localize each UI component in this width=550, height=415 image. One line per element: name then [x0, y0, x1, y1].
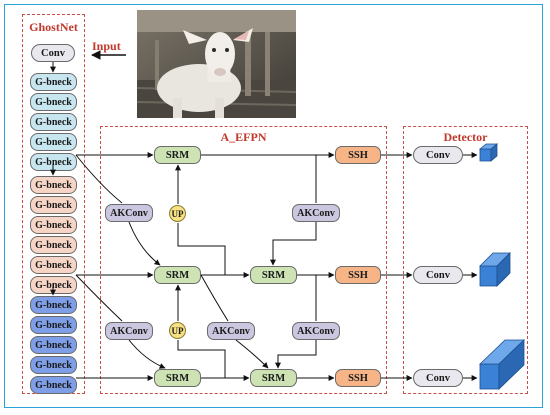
edge-up-upper: [177, 223, 226, 275]
srm-top: SRM: [154, 146, 201, 164]
edge-akconv-lower-left-in: [75, 274, 123, 322]
input-label: Input: [92, 39, 121, 53]
akconv-lower-left: AKConv: [105, 322, 153, 340]
akconv-upper-right: AKConv: [292, 204, 340, 222]
up-sample-lower: UP: [169, 322, 186, 339]
input-goat-image: [137, 10, 296, 118]
g-bneck-stage3-3: G-bneck: [30, 336, 77, 354]
srm-mid-right: SRM: [250, 266, 297, 284]
output-cube-small: [478, 143, 499, 162]
detector-conv-bottom: Conv: [413, 369, 463, 387]
g-bneck-stage2-1: G-bneck: [30, 176, 77, 194]
g-bneck-stage3-1: G-bneck: [30, 296, 77, 314]
detector-conv-middle: Conv: [413, 266, 463, 284]
edge-akconv-upper-left-in: [75, 154, 123, 204]
edge-akconv-upper-right-down: [270, 222, 317, 266]
g-bneck-stage2-5: G-bneck: [30, 256, 77, 274]
g-bneck-stage2-2: G-bneck: [30, 196, 77, 214]
detector-group: [403, 126, 528, 394]
ghostnet-title: GhostNet: [29, 20, 78, 34]
edge-akconv-lower-middle-in: [200, 274, 229, 322]
edge-akconv-lower-left-out: [128, 339, 166, 369]
edge-akconv-upper-left-out: [128, 221, 161, 266]
srm-mid-left: SRM: [154, 266, 201, 284]
output-cube-medium: [479, 252, 511, 287]
detector-conv-top: Conv: [413, 146, 463, 164]
g-bneck-stage1-3: G-bneck: [30, 113, 77, 131]
g-bneck-stage2-4: G-bneck: [30, 236, 77, 254]
g-bneck-stage1-4: G-bneck: [30, 133, 77, 151]
ssh-middle: SSH: [335, 266, 381, 284]
g-bneck-stage3-2: G-bneck: [30, 316, 77, 334]
goat-photo: [137, 10, 296, 118]
akconv-lower-middle: AKConv: [207, 322, 255, 340]
up-sample-upper: UP: [169, 205, 186, 222]
detector-title: Detector: [443, 130, 488, 144]
aefpn-group: [100, 126, 387, 394]
output-cube-large: [479, 339, 525, 390]
akconv-lower-right: AKConv: [292, 322, 340, 340]
ssh-bottom: SSH: [335, 369, 381, 387]
ssh-top: SSH: [335, 146, 381, 164]
edge-akconv-lower-right-down: [275, 340, 317, 369]
edge-up-lower: [177, 340, 226, 378]
ghostnet-conv: Conv: [31, 44, 75, 62]
g-bneck-stage2-3: G-bneck: [30, 216, 77, 234]
g-bneck-stage3-5: G-bneck: [30, 376, 77, 394]
aefpn-title: A_EFPN: [220, 130, 267, 144]
g-bneck-stage3-4: G-bneck: [30, 356, 77, 374]
edge-akconv-lower-middle-out: [235, 339, 269, 369]
srm-bottom-left: SRM: [154, 369, 201, 387]
srm-bottom-right: SRM: [250, 369, 297, 387]
akconv-upper-left: AKConv: [105, 204, 153, 222]
g-bneck-stage1-2: G-bneck: [30, 93, 77, 111]
g-bneck-stage1-1: G-bneck: [30, 73, 77, 91]
figure-frame: [4, 4, 543, 408]
